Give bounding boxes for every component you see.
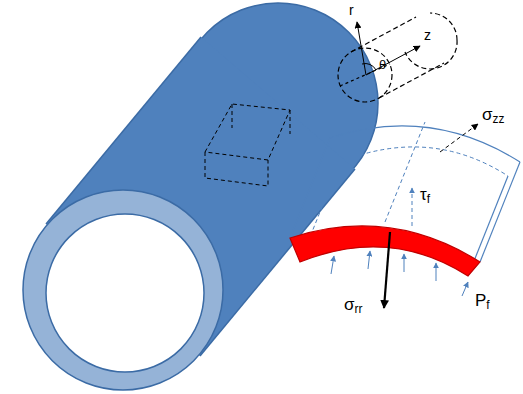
axis-label: z xyxy=(424,28,431,43)
stress-element xyxy=(290,122,520,276)
stress-label: σrr xyxy=(344,296,362,316)
axis-label: θ xyxy=(379,58,386,72)
stress-arrows xyxy=(331,124,478,308)
stress-label: σzz xyxy=(482,106,504,126)
stress-label: τf xyxy=(420,186,430,206)
axis-label: r xyxy=(349,3,354,18)
coordinate-axes xyxy=(357,22,420,75)
coordinate-cylinder xyxy=(338,13,457,102)
wall-element-outline xyxy=(205,104,290,186)
tube-end-face xyxy=(23,190,223,390)
pressure-label: Pf xyxy=(475,292,490,312)
